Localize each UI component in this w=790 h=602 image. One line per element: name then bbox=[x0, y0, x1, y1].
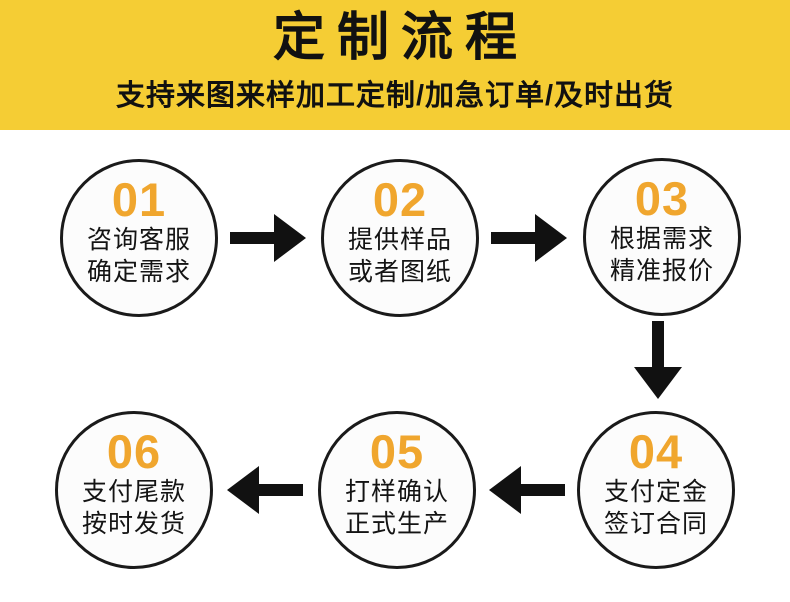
step-label-line: 确定需求 bbox=[86, 258, 191, 287]
step-label-line: 或者图纸 bbox=[347, 258, 452, 287]
step-label-line: 打样确认 bbox=[344, 478, 449, 507]
page-title: 定制流程 bbox=[272, 9, 529, 67]
step-circle-05: 05 打样确认 正式生产 bbox=[318, 411, 476, 569]
header-banner: 定制流程 支持来图来样加工定制/加急订单/及时出货 bbox=[0, 0, 790, 130]
step-label-line: 根据需求 bbox=[609, 225, 714, 254]
step-label-line: 咨询客服 bbox=[86, 226, 191, 255]
step-label-line: 支付定金 bbox=[603, 478, 708, 507]
step-number: 05 bbox=[369, 425, 425, 478]
step-label-line: 签订合同 bbox=[603, 510, 708, 539]
step-number: 06 bbox=[106, 425, 162, 478]
page-subtitle: 支持来图来样加工定制/加急订单/及时出货 bbox=[115, 80, 675, 113]
step-label-line: 支付尾款 bbox=[81, 478, 186, 507]
step-number: 04 bbox=[628, 425, 684, 478]
step-number: 02 bbox=[372, 173, 428, 226]
step-circle-04: 04 支付定金 签订合同 bbox=[577, 411, 735, 569]
arrow-right-icon bbox=[230, 214, 306, 262]
arrow-left-icon bbox=[227, 466, 303, 514]
step-circle-06: 06 支付尾款 按时发货 bbox=[55, 411, 213, 569]
step-circle-01: 01 咨询客服 确定需求 bbox=[60, 159, 218, 317]
step-label-line: 提供样品 bbox=[347, 226, 452, 255]
arrow-down-icon bbox=[634, 321, 682, 399]
step-label-line: 按时发货 bbox=[81, 510, 186, 539]
arrow-right-icon bbox=[491, 214, 567, 262]
step-circle-02: 02 提供样品 或者图纸 bbox=[321, 159, 479, 317]
step-label-line: 精准报价 bbox=[609, 257, 714, 286]
step-number: 03 bbox=[634, 172, 690, 225]
step-circle-03: 03 根据需求 精准报价 bbox=[583, 158, 741, 316]
step-number: 01 bbox=[111, 173, 167, 226]
arrow-left-icon bbox=[489, 466, 565, 514]
step-label-line: 正式生产 bbox=[344, 510, 449, 539]
